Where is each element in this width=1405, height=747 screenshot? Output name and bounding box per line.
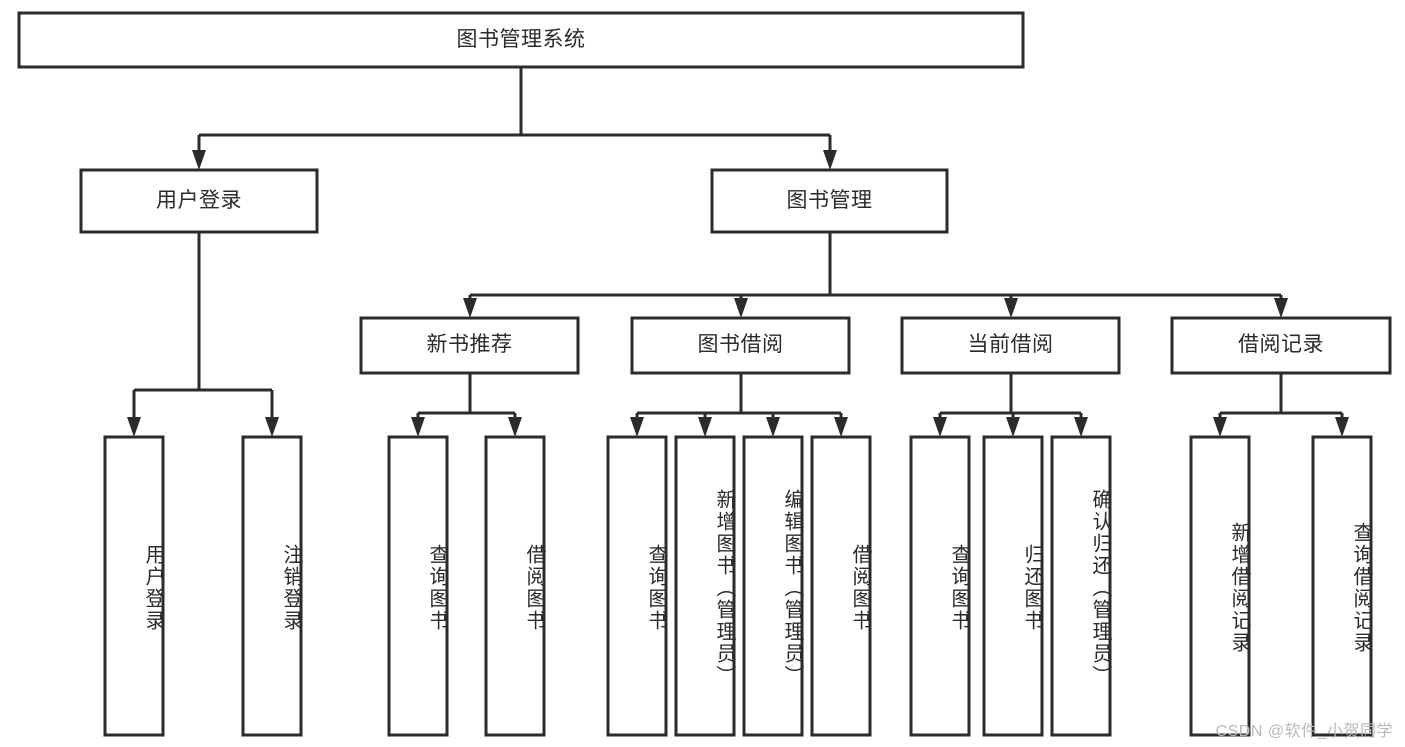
node-box-user-login[interactable] xyxy=(79,168,319,234)
node-box-leaf-query-book-2[interactable] xyxy=(606,435,668,737)
node-box-leaf-add-record[interactable] xyxy=(1189,435,1251,737)
arrow-head-root-0 xyxy=(192,150,206,170)
arrow-head-borrow-record-0 xyxy=(1213,417,1227,437)
node-box-leaf-user-login[interactable] xyxy=(103,435,165,737)
node-box-leaf-confirm-return[interactable] xyxy=(1050,435,1112,737)
arrow-head-borrow-record-1 xyxy=(1335,417,1349,437)
arrow-head-new-book-rec-0 xyxy=(411,417,425,437)
node-box-book-borrow[interactable] xyxy=(630,316,851,375)
arrow-head-book-manage-0 xyxy=(463,298,477,318)
arrow-head-current-borrow-0 xyxy=(933,417,947,437)
connector-layer xyxy=(127,67,1349,437)
node-box-book-manage[interactable] xyxy=(710,168,949,234)
node-box-leaf-query-record[interactable] xyxy=(1311,435,1373,737)
arrow-head-user-login-1 xyxy=(265,417,279,437)
node-box-leaf-return-book[interactable] xyxy=(982,435,1044,737)
node-box-leaf-edit-book[interactable] xyxy=(742,435,804,737)
arrow-head-book-manage-1 xyxy=(734,298,748,318)
arrow-head-book-manage-3 xyxy=(1274,298,1288,318)
arrow-head-book-borrow-2 xyxy=(766,417,780,437)
node-box-layer xyxy=(17,11,1392,737)
arrow-head-user-login-0 xyxy=(127,417,141,437)
arrow-head-current-borrow-1 xyxy=(1006,417,1020,437)
node-box-leaf-borrow-book-2[interactable] xyxy=(810,435,872,737)
arrow-head-book-borrow-1 xyxy=(698,417,712,437)
node-box-current-borrow[interactable] xyxy=(900,316,1121,375)
arrow-head-new-book-rec-1 xyxy=(508,417,522,437)
node-box-borrow-record[interactable] xyxy=(1170,316,1392,375)
node-box-leaf-logout[interactable] xyxy=(241,435,303,737)
arrow-head-current-borrow-2 xyxy=(1074,417,1088,437)
node-box-leaf-query-book-1[interactable] xyxy=(387,435,449,737)
arrow-head-book-borrow-0 xyxy=(630,417,644,437)
watermark-text: CSDN @软件_小贺同学 xyxy=(1215,723,1393,740)
arrow-head-root-1 xyxy=(823,150,837,170)
node-box-leaf-add-book[interactable] xyxy=(674,435,736,737)
node-box-new-book-rec[interactable] xyxy=(359,316,580,375)
arrow-head-book-borrow-3 xyxy=(834,417,848,437)
node-box-leaf-query-book-3[interactable] xyxy=(909,435,971,737)
node-box-leaf-borrow-book-1[interactable] xyxy=(484,435,546,737)
arrow-head-book-manage-2 xyxy=(1004,298,1018,318)
node-box-root[interactable] xyxy=(17,11,1025,69)
